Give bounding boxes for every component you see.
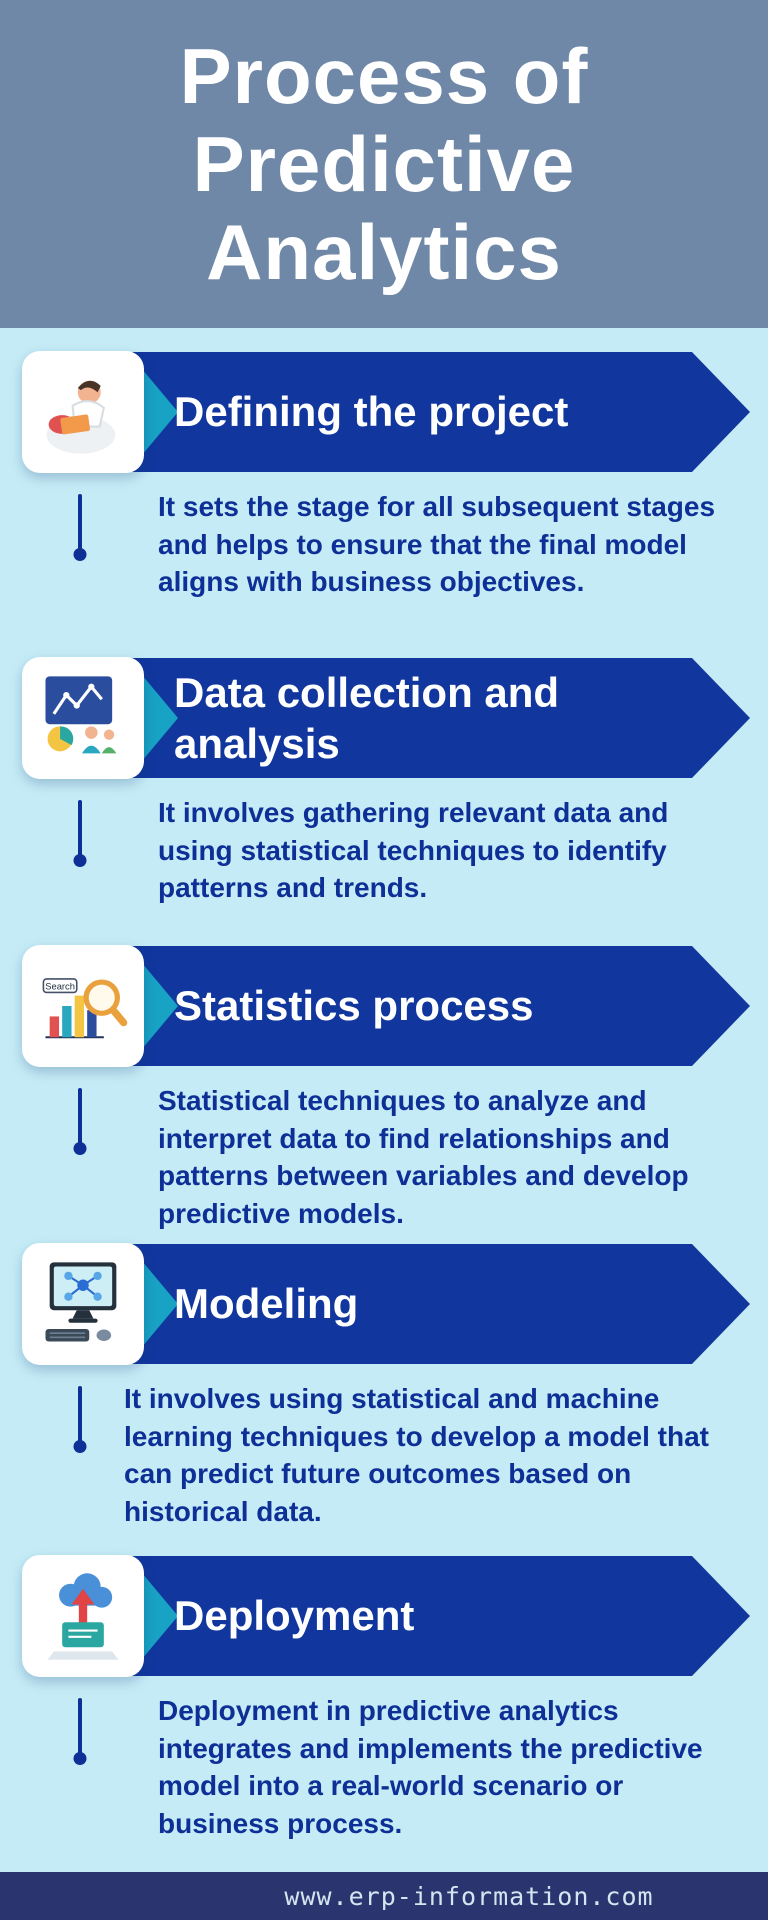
step-banner: Modeling — [0, 1243, 768, 1365]
step-description: Statistical techniques to analyze and in… — [158, 1085, 689, 1229]
step-body: It involves using statistical and machin… — [0, 1380, 768, 1530]
footer-website-url: www.erp-information.com — [284, 1881, 654, 1911]
step-body: It sets the stage for all subsequent sta… — [0, 488, 768, 601]
people-chart-icon — [45, 676, 117, 754]
step-title: Modeling — [174, 1280, 359, 1328]
step-icon-tile — [22, 1555, 144, 1677]
step-description: It involves using statistical and machin… — [124, 1383, 709, 1527]
step-banner: Data collection and analysis — [0, 657, 768, 779]
step-title: Statistics process — [174, 982, 534, 1030]
laptop-cloud-upload-icon — [47, 1573, 119, 1660]
step-icon-tile — [22, 1243, 144, 1365]
step-data-collection: Data collection and analysis It involves… — [0, 657, 768, 907]
step-description: It involves gathering relevant data and … — [158, 797, 669, 904]
connector-line — [78, 800, 82, 856]
monitor-network-icon — [45, 1262, 117, 1342]
step-banner: Defining the project — [0, 351, 768, 473]
connector-line — [78, 1386, 82, 1442]
header: Process of Predictive Analytics — [0, 0, 768, 328]
step-deployment: Deployment Deployment in predictive anal… — [0, 1555, 768, 1842]
step-defining-the-project: Defining the project It sets the stage f… — [0, 351, 768, 601]
step-icon-tile — [22, 351, 144, 473]
connector-line — [78, 1698, 82, 1754]
step-body: Statistical techniques to analyze and in… — [0, 1082, 768, 1232]
step-banner: Deployment — [0, 1555, 768, 1677]
step-title: Defining the project — [174, 388, 569, 436]
step-description: Deployment in predictive analytics integ… — [158, 1695, 703, 1839]
page-title: Process of Predictive Analytics — [179, 31, 589, 297]
step-statistics-process: Search Statistics process Statistical te… — [0, 945, 768, 1232]
footer: www.erp-information.com — [0, 1872, 768, 1920]
person-laptop-icon — [46, 380, 116, 454]
step-modeling: Modeling It involves using statistical a… — [0, 1243, 768, 1530]
step-title: Data collection and analysis — [174, 668, 560, 767]
search-label: Search — [45, 981, 75, 991]
step-body: It involves gathering relevant data and … — [0, 794, 768, 907]
step-body: Deployment in predictive analytics integ… — [0, 1692, 768, 1842]
magnifier-chart-icon: Search — [42, 978, 128, 1039]
step-description: It sets the stage for all subsequent sta… — [158, 491, 716, 598]
connector-line — [78, 494, 82, 550]
step-icon-tile — [22, 657, 144, 779]
step-banner: Search Statistics process — [0, 945, 768, 1067]
step-icon-tile: Search — [22, 945, 144, 1067]
step-title: Deployment — [174, 1592, 415, 1640]
connector-line — [78, 1088, 82, 1144]
